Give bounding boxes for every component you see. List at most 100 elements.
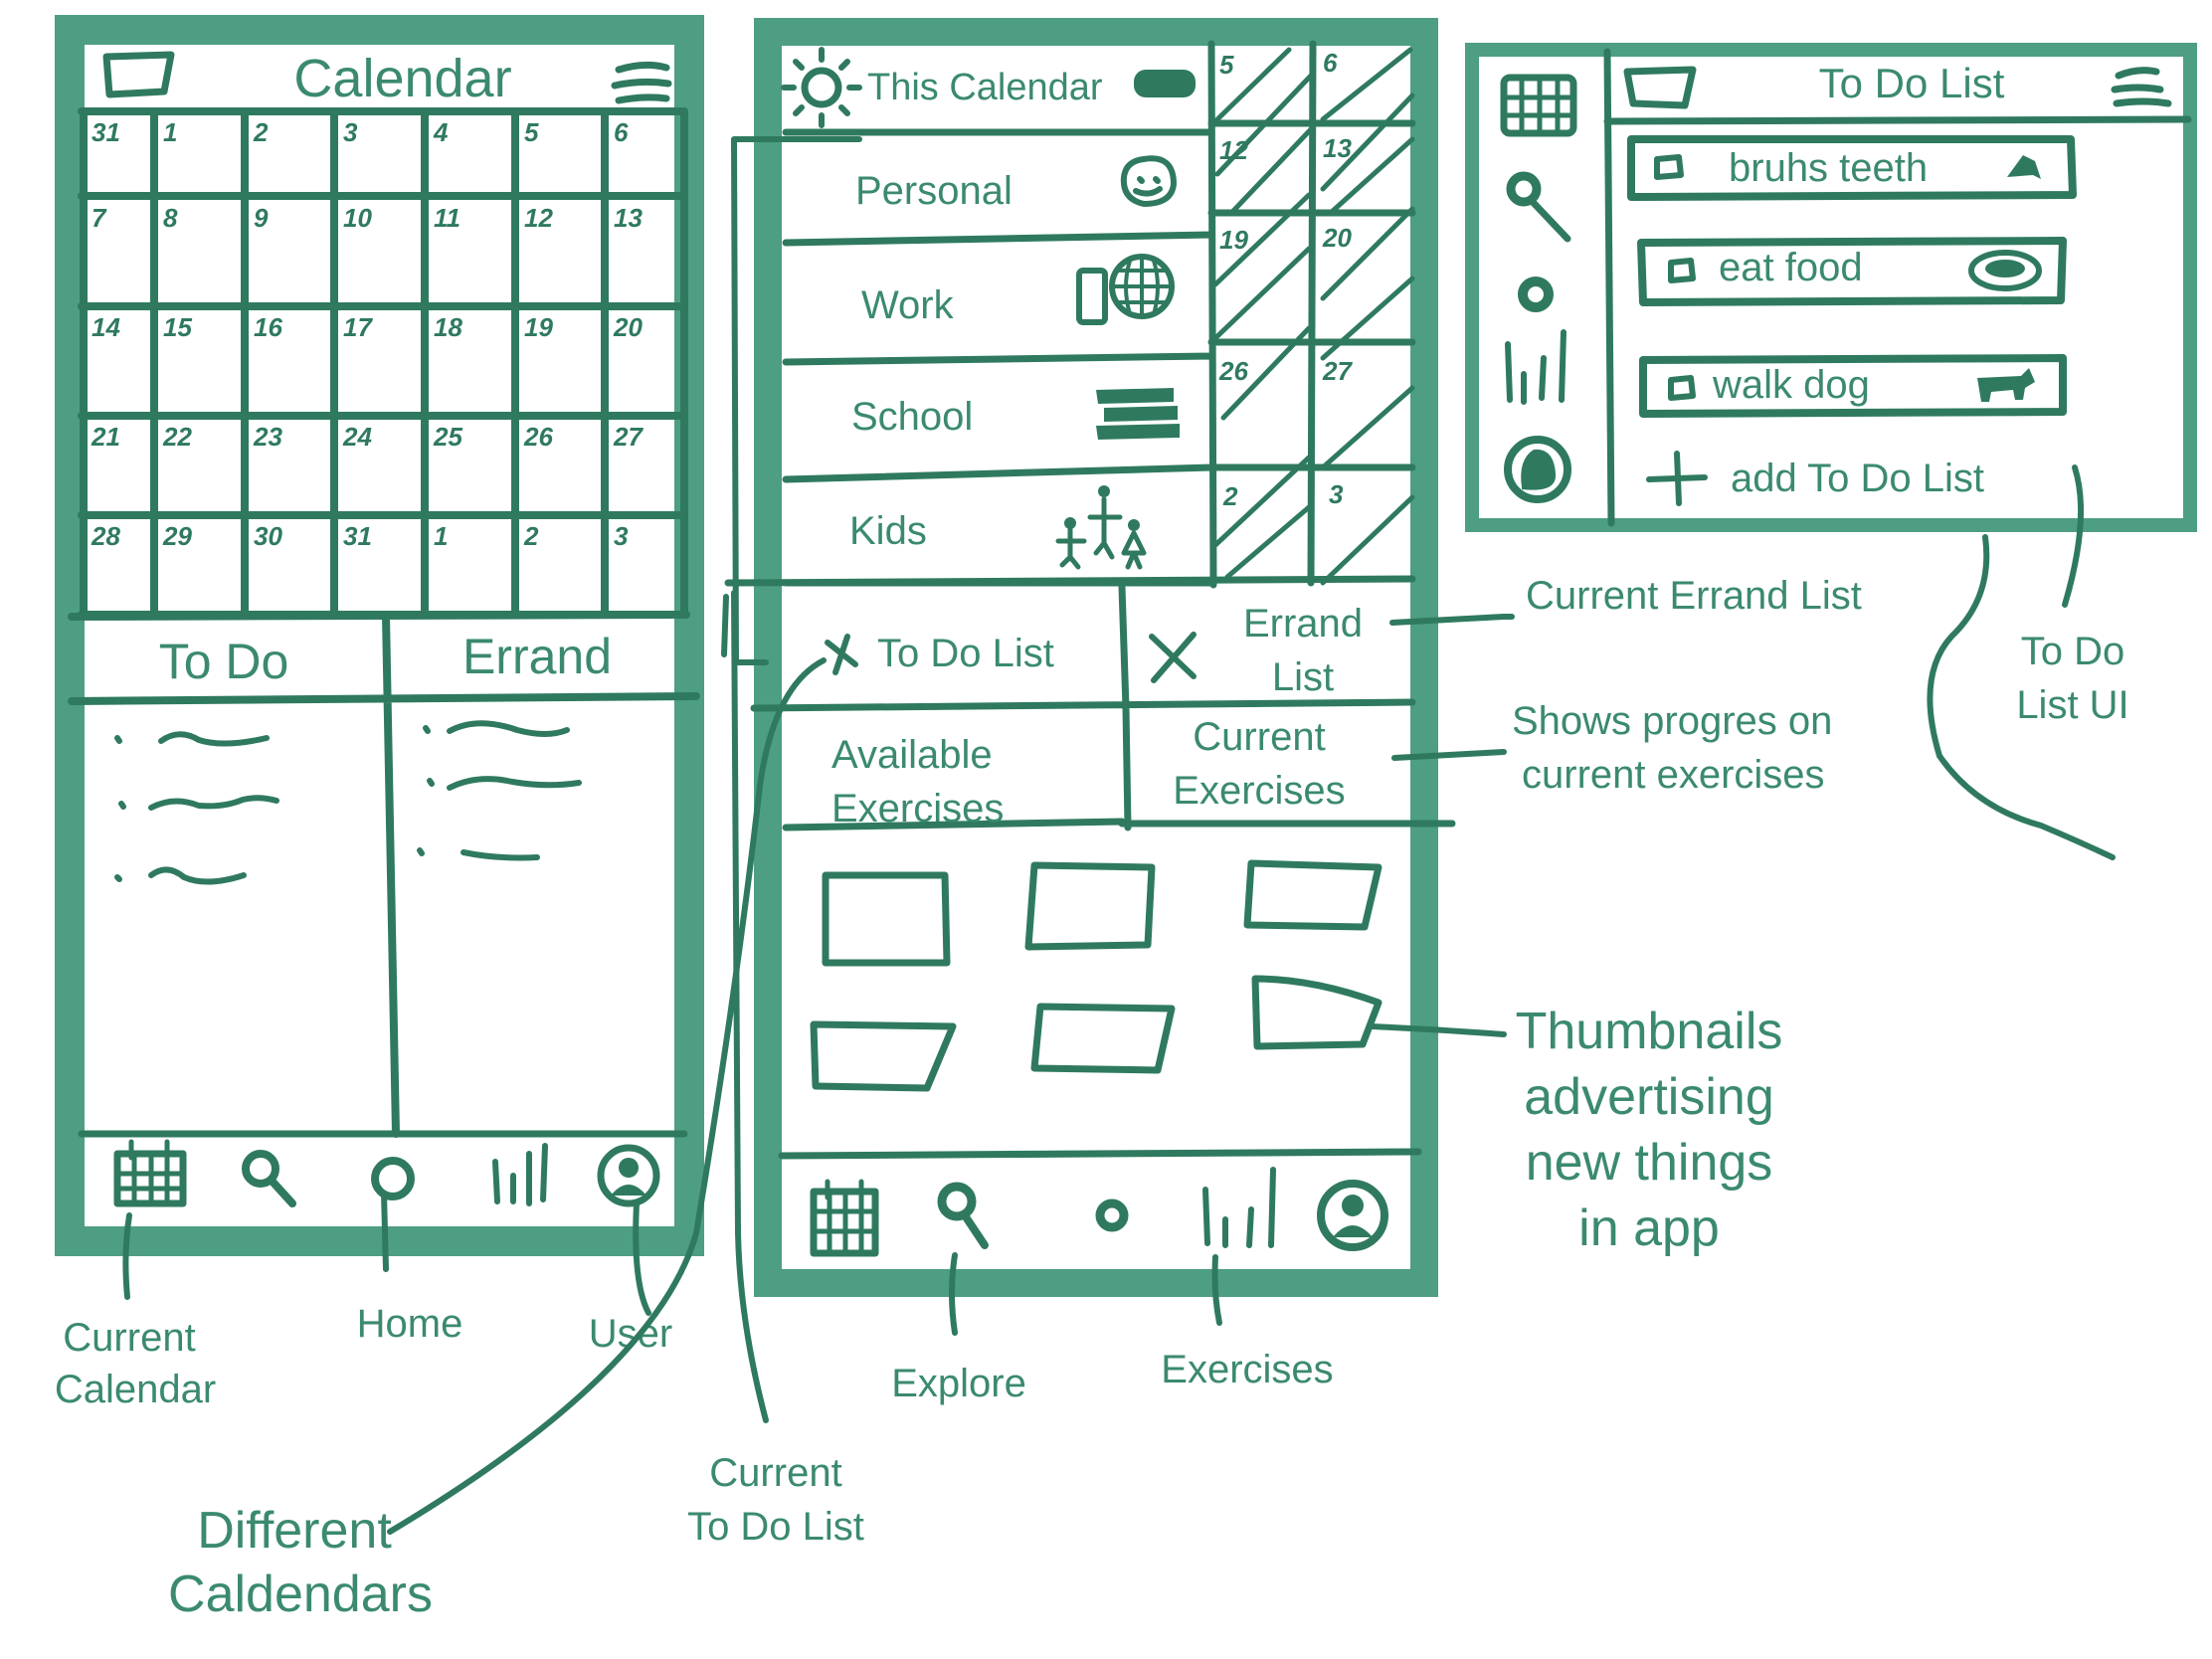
calendar-icon[interactable] [1500, 74, 1577, 137]
calendar-day[interactable]: 8 [163, 203, 178, 233]
calendar-day[interactable]: 20 [613, 312, 643, 342]
calendar-day[interactable]: 19 [524, 312, 553, 342]
svg-text:Kids: Kids [849, 509, 927, 553]
label-shows-progress-1: Shows progres on [1512, 699, 1832, 743]
calendar-day[interactable]: 1 [163, 117, 177, 147]
calendar-day[interactable]: 10 [343, 203, 372, 233]
calendar-day[interactable]: 31 [92, 117, 120, 147]
svg-text:Available: Available [831, 733, 993, 777]
calendar-day[interactable]: 29 [162, 521, 192, 551]
calendar-day[interactable]: 11 [434, 203, 461, 233]
dog-icon [1977, 368, 2035, 402]
label-todo-ui-2: List UI [2016, 683, 2128, 727]
add-todo-button[interactable]: add To Do List [1646, 451, 1984, 506]
calendar-day[interactable]: 27 [613, 422, 644, 452]
home-icon[interactable] [1095, 1198, 1129, 1232]
thumbnail[interactable] [1243, 859, 1382, 931]
calendar-day[interactable]: 22 [162, 422, 192, 452]
thumbnail[interactable] [822, 871, 951, 967]
calendar-day[interactable]: 21 [91, 422, 120, 452]
calendar-day[interactable]: 9 [254, 203, 269, 233]
checkbox-icon[interactable] [1654, 154, 1684, 180]
svg-text:Exercises: Exercises [831, 787, 1004, 830]
annotation-line [1391, 749, 1507, 761]
user-icon[interactable] [597, 1144, 660, 1207]
calendar-icon[interactable] [810, 1179, 879, 1257]
calendar-option-school[interactable]: School [851, 388, 1180, 440]
calendar-day[interactable]: 24 [342, 422, 372, 452]
calendar-day[interactable]: 5 [524, 117, 539, 147]
label-todo-ui-1: To Do [2021, 630, 2125, 673]
label-current-calendar-1: Current [63, 1316, 195, 1360]
todo-screen-dividers [1603, 48, 2192, 527]
calendar-day[interactable]: 26 [523, 422, 553, 452]
hamburger-icon[interactable] [611, 61, 672, 104]
menu-tab-icon[interactable] [1623, 66, 1697, 109]
todo-list-tab[interactable]: To Do List [825, 632, 1054, 675]
calendar-option-personal[interactable]: Personal [855, 155, 1177, 213]
calendar-day[interactable]: 6 [614, 117, 629, 147]
label-current-todo-2: To Do List [687, 1505, 864, 1549]
errand-list-tab[interactable]: Errand List [1149, 602, 1363, 699]
calendar-day[interactable]: 28 [91, 521, 120, 551]
svg-text:Personal: Personal [855, 169, 1013, 213]
home-icon[interactable] [371, 1157, 415, 1200]
todo-list-screen: To Do List bruhs teeth eat food walk dog [1465, 43, 2197, 532]
menu-tab-icon[interactable] [102, 51, 175, 98]
todo-item-1[interactable]: bruhs teeth [1627, 135, 2077, 201]
explore-search-icon[interactable] [937, 1182, 989, 1249]
calendar-day[interactable]: 7 [92, 203, 107, 233]
exercises-icon[interactable] [1202, 1167, 1276, 1248]
checkbox-icon[interactable] [1668, 375, 1696, 401]
explore-screen-frame [754, 18, 1438, 1297]
thumbnail[interactable] [810, 1020, 957, 1092]
calendar-day[interactable]: 12 [524, 203, 553, 233]
calendar-day[interactable]: 18 [434, 312, 462, 342]
svg-text:Exercises: Exercises [1173, 769, 1345, 813]
calendar-day[interactable]: 3 [343, 117, 358, 147]
user-icon[interactable] [1504, 436, 1571, 503]
exercises-icon[interactable] [1505, 329, 1567, 405]
hamburger-icon[interactable] [2111, 67, 2172, 107]
calendar-day[interactable]: 16 [254, 312, 282, 342]
calendar-day[interactable]: 2 [253, 117, 269, 147]
calendar-option-work[interactable]: Work [861, 254, 1175, 327]
calendar-day[interactable]: 2 [523, 521, 539, 551]
annotation-bracket [721, 136, 862, 665]
calendar-day[interactable]: 14 [92, 312, 120, 342]
todo-item-3[interactable]: walk dog [1639, 354, 2067, 418]
search-icon[interactable] [242, 1150, 296, 1207]
current-exercises-tab[interactable]: Current Exercises [1173, 715, 1345, 813]
todo-item-2[interactable]: eat food [1637, 237, 2067, 306]
annotation-line [1370, 1023, 1507, 1037]
home-icon[interactable] [1518, 276, 1554, 312]
calendar-day[interactable]: 1 [434, 521, 448, 551]
calendar-day[interactable]: 4 [433, 117, 449, 147]
calendar-day[interactable]: 15 [163, 312, 192, 342]
label-thumbnails-1: Thumbnails [1516, 1003, 1783, 1060]
thumbnail-grid [810, 859, 1382, 1092]
calendar-option-kids[interactable]: Kids [849, 485, 1147, 570]
calendar-day[interactable]: 13 [614, 203, 643, 233]
calendar-day[interactable]: 31 [343, 521, 372, 551]
calendar-day[interactable]: 23 [253, 422, 282, 452]
x-icon [825, 634, 858, 675]
search-icon[interactable] [1506, 171, 1571, 243]
thumbnail[interactable] [1251, 975, 1382, 1050]
explore-screen: This Calendar Personal Work School Kids [724, 18, 1456, 1297]
user-icon[interactable] [1317, 1180, 1388, 1251]
calendar-day[interactable]: 3 [614, 521, 629, 551]
exercises-icon[interactable] [492, 1143, 548, 1206]
calendar-day[interactable]: 25 [433, 422, 462, 452]
label-thumbnails-3: new things [1526, 1134, 1773, 1192]
calendar-icon[interactable] [113, 1139, 187, 1207]
available-exercises-tab[interactable]: Available Exercises [831, 733, 1004, 830]
checkbox-icon[interactable] [1668, 258, 1696, 283]
calendar-day[interactable]: 30 [254, 521, 282, 551]
family-icon [1055, 485, 1147, 570]
thumbnail[interactable] [1024, 861, 1156, 951]
thumbnail[interactable] [1030, 1003, 1176, 1074]
svg-text:walk dog: walk dog [1712, 363, 1870, 407]
calendar-day[interactable]: 17 [343, 312, 373, 342]
todo-scribbles [114, 731, 279, 885]
